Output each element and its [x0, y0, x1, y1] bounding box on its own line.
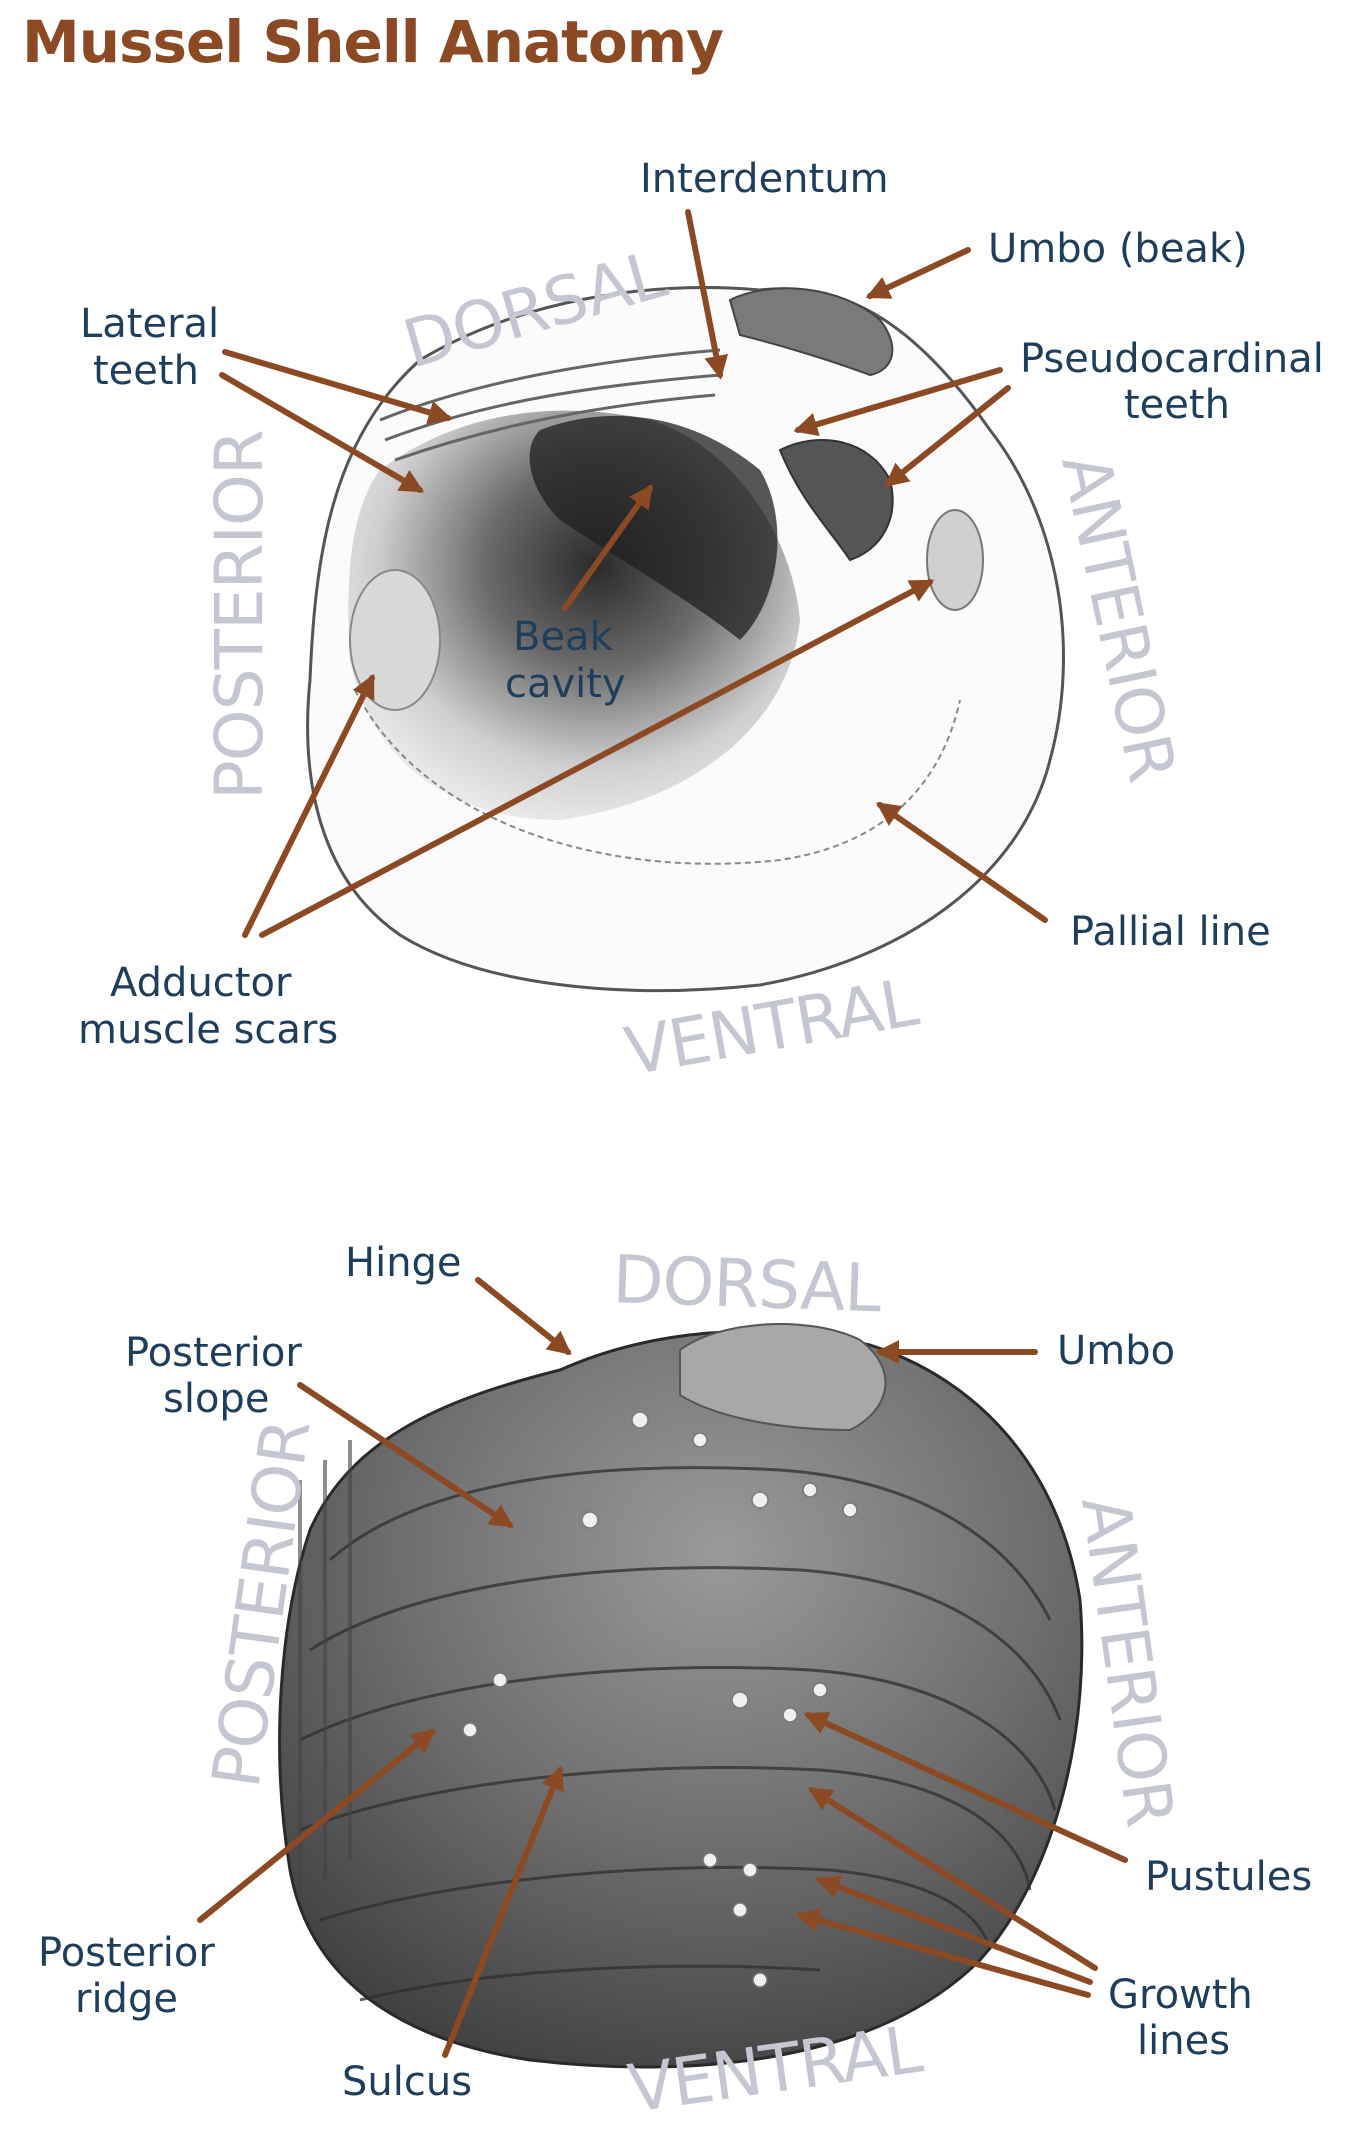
arrow-hinge — [475, 1277, 572, 1355]
arrow-posterior-slope — [297, 1382, 514, 1528]
label-posterior-slope-line2: slope — [163, 1376, 269, 1422]
label-pseudocardinal-line2: teeth — [1124, 382, 1230, 428]
label-pseudocardinal-line1: Pseudocardinal — [1020, 336, 1324, 382]
shell-interior-illustration — [306, 286, 1065, 993]
label-growth-lines-line2: lines — [1137, 2018, 1230, 2064]
arrow-posterior-ridge — [197, 1728, 436, 1923]
label-hinge: Hinge — [345, 1240, 462, 1286]
exterior-arrows — [197, 1277, 1128, 2058]
pallial-line-shape — [354, 689, 961, 865]
arrow-growth-lines-1 — [807, 1787, 1098, 1971]
label-lateral-teeth-line2: teeth — [93, 348, 199, 394]
arrow-interdentum — [685, 209, 729, 380]
label-beak-cavity-line2: cavity — [505, 661, 626, 707]
arrow-growth-lines-2 — [815, 1875, 1093, 1985]
interior-anterior-label: ANTERIOR — [1046, 447, 1190, 787]
exterior-umbo-shape — [679, 1323, 887, 1432]
label-adductor-line1: Adductor — [110, 960, 292, 1006]
label-posterior-slope-line1: Posterior — [125, 1330, 302, 1376]
arrow-adductor-posterior — [242, 673, 375, 938]
arrow-umbo-beak — [865, 247, 971, 299]
page-title: Mussel Shell Anatomy — [22, 8, 724, 76]
umbo-interior-shape — [728, 287, 894, 377]
lateral-teeth-lines — [379, 348, 721, 462]
exterior-anterior-label: ANTERIOR — [1066, 1492, 1188, 1831]
label-sulcus: Sulcus — [342, 2059, 472, 2105]
label-lateral-teeth-line1: Lateral — [80, 301, 219, 347]
arrow-adductor-anterior — [259, 579, 935, 938]
interior-arrows — [219, 209, 1048, 938]
label-pallial-line: Pallial line — [1070, 909, 1271, 955]
label-umbo: Umbo — [1057, 1328, 1175, 1374]
arrow-lateral-teeth-upper — [222, 349, 453, 425]
exterior-shell-outline — [278, 1329, 1084, 2069]
interior-posterior-label: POSTERIOR — [201, 430, 278, 800]
arrow-lateral-teeth-lower — [219, 372, 425, 493]
arrow-sulcus — [442, 1765, 564, 2058]
arrow-pustules — [803, 1712, 1128, 1863]
label-posterior-ridge-line1: Posterior — [38, 1930, 215, 1976]
pustule-bumps — [462, 1411, 858, 1988]
pseudocardinal-teeth-shape — [778, 439, 894, 562]
posterior-ridge-lines — [298, 1440, 352, 1900]
label-umbo-beak: Umbo (beak) — [988, 226, 1248, 272]
label-posterior-ridge-line2: ridge — [75, 1976, 178, 2022]
arrow-pallial-line — [876, 802, 1048, 923]
label-adductor-line2: muscle scars — [78, 1007, 338, 1053]
beak-cavity-shading — [529, 415, 778, 640]
arrow-beak-cavity — [562, 484, 653, 611]
shell-exterior-illustration — [278, 1323, 1084, 2069]
label-interdentum: Interdentum — [640, 156, 889, 202]
arrow-growth-lines-3 — [795, 1908, 1091, 1998]
growth-line-rings — [299, 1466, 1062, 2002]
arrow-pseudocardinal-1 — [793, 367, 1003, 437]
label-pustules: Pustules — [1145, 1854, 1312, 1900]
label-beak-cavity-line1: Beak — [513, 614, 614, 660]
anterior-adductor-scar — [926, 509, 984, 611]
label-growth-lines-line1: Growth — [1108, 1972, 1253, 2018]
arrow-pseudocardinal-2 — [884, 385, 1011, 487]
exterior-dorsal-label: DORSAL — [611, 1241, 882, 1327]
